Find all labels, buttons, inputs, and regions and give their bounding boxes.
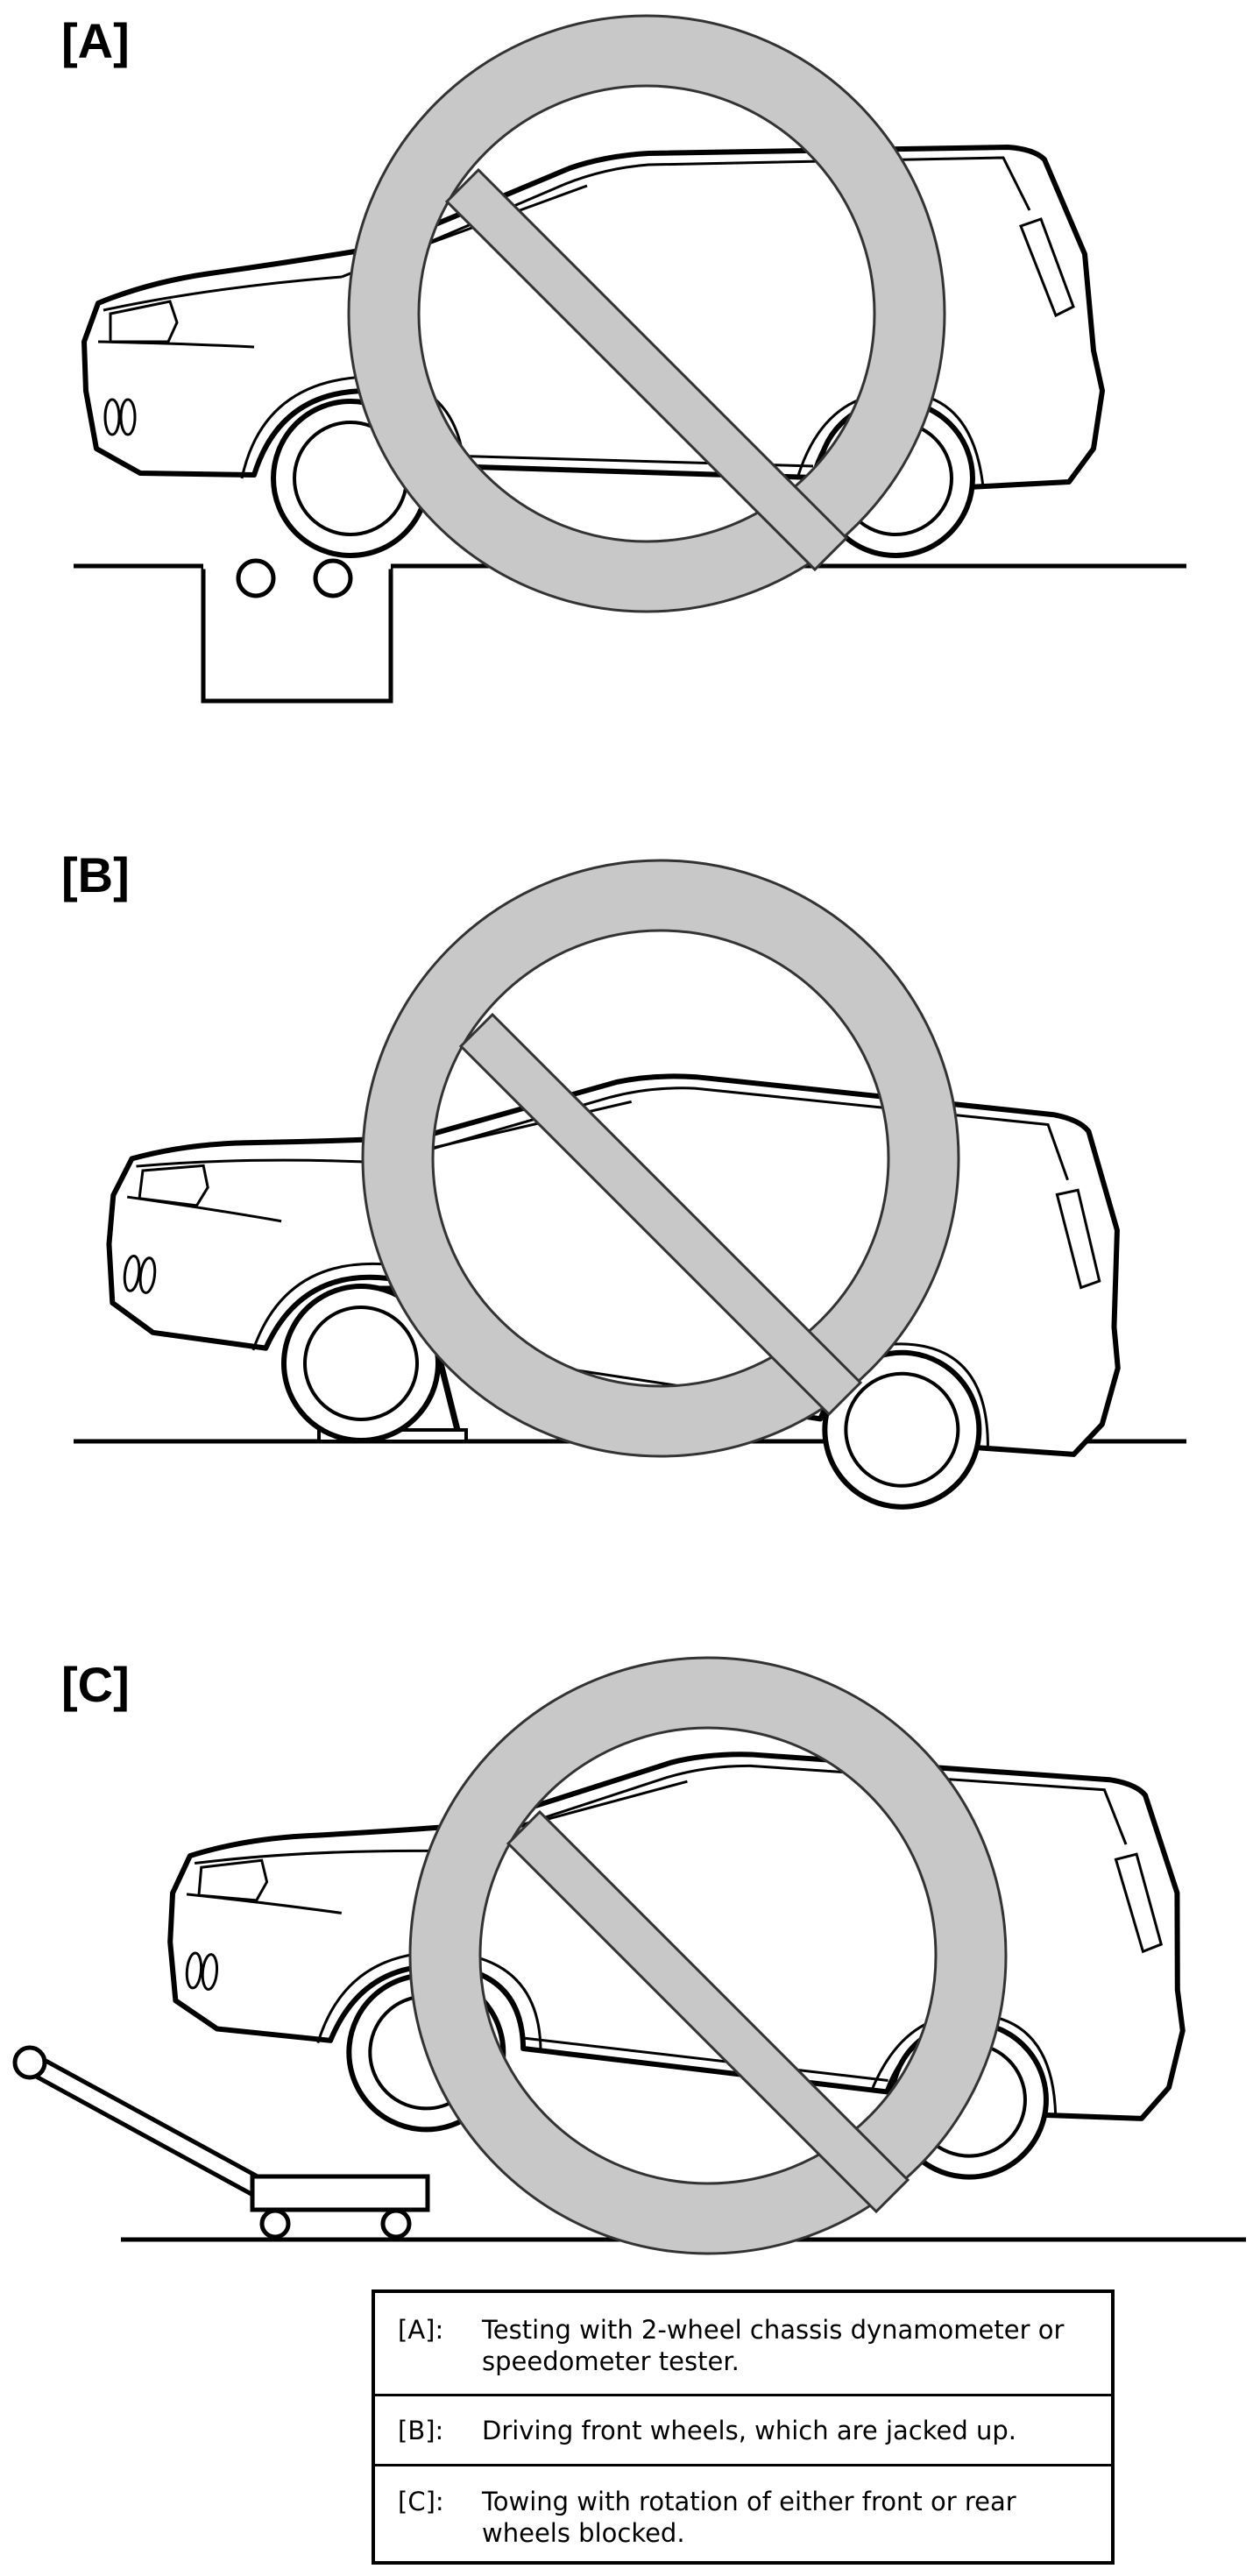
tow-dolly (12, 2045, 430, 2240)
dynamometer-pit (201, 566, 393, 704)
dynamometer-roller (313, 558, 353, 598)
prohibition-symbol-b (361, 859, 960, 1458)
legend-row: [C]: Towing with rotation of either fron… (375, 2464, 1111, 2561)
legend-key: [C]: (398, 2487, 444, 2516)
panel-c-label: [C] (61, 1657, 130, 1712)
dynamometer-roller (236, 558, 276, 598)
panel-b-label: [B] (61, 847, 130, 902)
legend-text: Driving front wheels, which are jacked u… (482, 2416, 1016, 2445)
prohibition-symbol-a (347, 14, 946, 613)
legend-key: [A]: (398, 2315, 444, 2345)
legend-text: Towing with rotation of either front or … (482, 2487, 1016, 2548)
car-c (154, 1699, 1204, 2195)
legend-row: [B]: Driving front wheels, which are jac… (375, 2394, 1111, 2464)
car-a (84, 147, 1102, 556)
legend-table: [A]: Testing with 2-wheel chassis dynamo… (372, 2289, 1115, 2565)
legend-row: [A]: Testing with 2-wheel chassis dynamo… (375, 2293, 1111, 2394)
legend-text: Testing with 2-wheel chassis dynamometer… (482, 2315, 1065, 2376)
panel-a-label: [A] (61, 13, 130, 68)
prohibition-symbol-c (408, 1656, 1008, 2255)
legend-key: [B]: (398, 2416, 444, 2445)
